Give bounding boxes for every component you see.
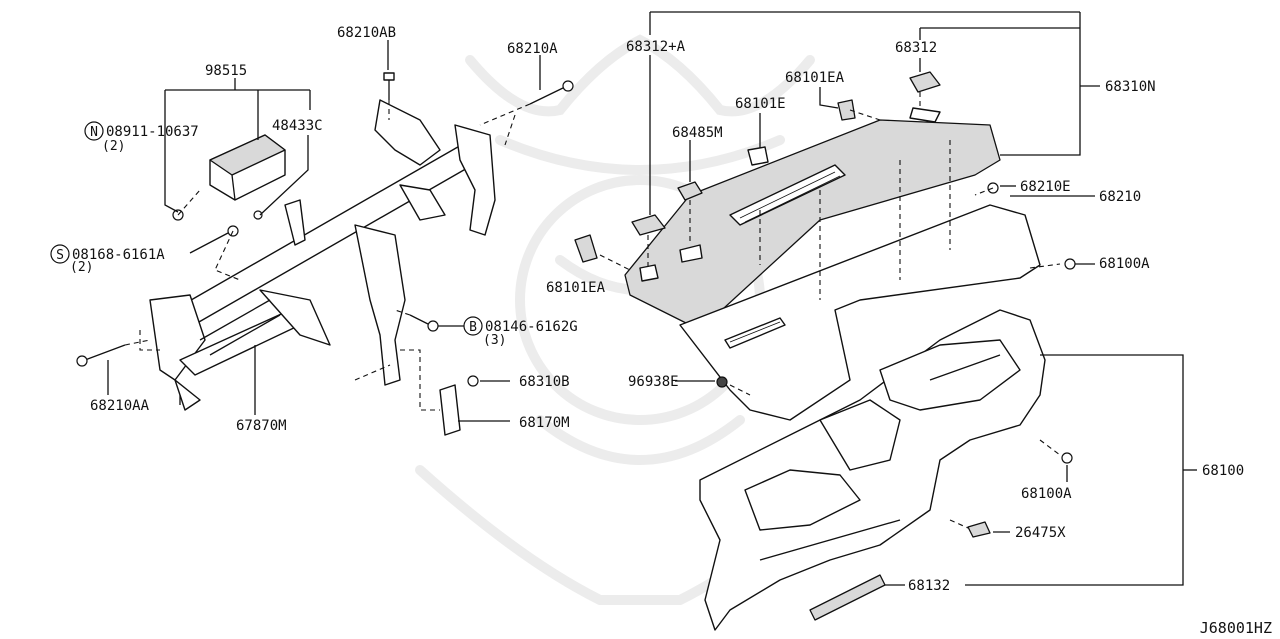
bolt-68210AA (76, 344, 126, 367)
clip-68101E (747, 146, 769, 166)
label-68312: 68312 (895, 40, 937, 56)
label-68100: 68100 (1202, 463, 1244, 479)
bolt-68210A (529, 80, 574, 105)
dashboard-panel-68210 (679, 204, 1041, 421)
dashboard-frame-68100 (699, 309, 1046, 631)
clip-68101EA-top (837, 99, 856, 121)
label-08911-10637-qty: (2) (102, 139, 125, 154)
label-68170M: 68170M (519, 415, 570, 431)
label-68210: 68210 (1099, 189, 1141, 205)
bracket-68170M (439, 384, 461, 436)
label-08146-6162G-qty: (3) (483, 333, 506, 348)
label-68310B: 68310B (519, 374, 570, 390)
bolt-68210AB (383, 72, 395, 100)
label-68312-plus-a: 68312+A (626, 39, 686, 55)
cap-68312-plus-a (631, 214, 666, 236)
label-96938E: 96938E (628, 374, 679, 390)
label-68132: 68132 (908, 578, 950, 594)
svg-text:S: S (56, 248, 64, 263)
label-08911-10637: 08911-10637 (106, 124, 199, 140)
dashboard-upper-cover-68310N (624, 107, 1001, 331)
label-08146-6162G: 08146-6162G (485, 319, 578, 335)
bolt-prefix-icon: B (463, 316, 483, 336)
nut-prefix-icon: N (84, 121, 104, 141)
svg-text:N: N (90, 125, 98, 140)
label-67870M: 67870M (236, 418, 287, 434)
airbag-module-98515 (209, 134, 286, 201)
label-26475X: 26475X (1015, 525, 1066, 541)
label-68210AA: 68210AA (90, 398, 150, 414)
nut-68310B (467, 375, 479, 387)
label-68101E: 68101E (735, 96, 786, 112)
clip-26475X (967, 521, 991, 538)
bolt-08146-6162G (409, 314, 439, 332)
bolt-68100A-bottom (1061, 452, 1073, 464)
svg-text:B: B (469, 320, 477, 335)
label-68100A-bottom: 68100A (1021, 486, 1072, 502)
bolt-68100A-right (1064, 258, 1076, 270)
label-68485M: 68485M (672, 125, 723, 141)
cap-68312 (909, 71, 941, 93)
diagram-code: J68001HZ (1200, 619, 1272, 637)
clip-68485M (677, 181, 703, 201)
steering-member-67870M (149, 99, 496, 411)
label-68101EA-left: 68101EA (546, 280, 606, 296)
label-68210A: 68210A (507, 41, 558, 57)
label-68210E: 68210E (1020, 179, 1071, 195)
label-08168-6161A-qty: (2) (70, 260, 93, 275)
label-68310N: 68310N (1105, 79, 1156, 95)
grommet-96938E (716, 376, 728, 388)
screw-48433C (253, 210, 263, 220)
label-48433C: 48433C (272, 118, 323, 134)
label-08168-6161A: 08168-6161A (72, 247, 165, 263)
clip-68101EA-left (574, 234, 598, 263)
label-98515: 98515 (205, 63, 247, 79)
screw-prefix-icon: S (50, 244, 70, 264)
label-68210AB: 68210AB (337, 25, 396, 41)
label-68101EA-top: 68101EA (785, 70, 845, 86)
label-68100A-right: 68100A (1099, 256, 1150, 272)
cover-68132 (809, 574, 886, 621)
